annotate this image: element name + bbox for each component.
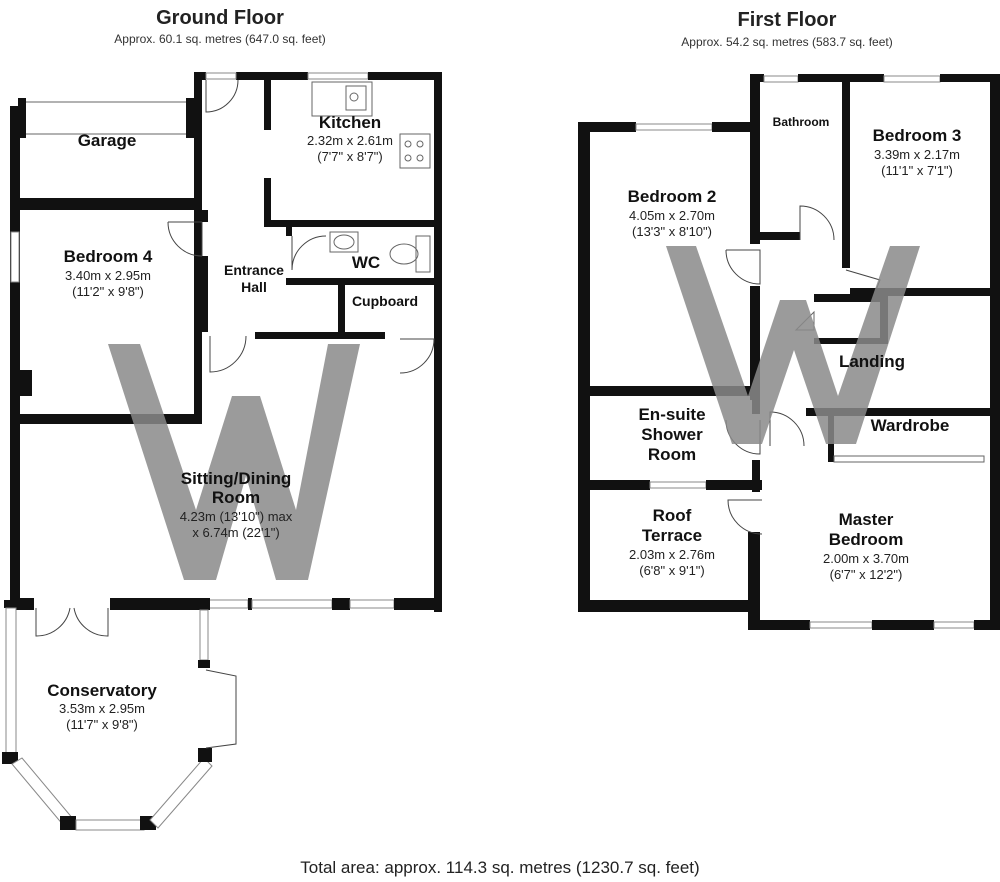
bedroom2-dim-imperial: (13'3" x 8'10") [632, 224, 712, 239]
bedroom4-door [167, 221, 203, 257]
cupboard-door [399, 338, 435, 374]
conservatory-dim-metric: 3.53m x 2.95m [59, 701, 145, 716]
ensuite-label-3: Room [648, 445, 696, 464]
master-label-1: Master [839, 510, 894, 529]
ensuite-label-1: En-suite [638, 405, 705, 424]
conservatory-dim-imperial: (11'7" x 9'8") [66, 717, 138, 732]
terrace-label-1: Roof [653, 506, 692, 525]
sitting-dim-imperial: x 6.74m (22'1") [192, 525, 279, 540]
bedroom3-dim-imperial: (11'1" x 7'1") [881, 163, 953, 178]
ground-floor: Ground Floor Approx. 60.1 sq. metres (64… [2, 7, 442, 831]
watermark-logo-first [666, 246, 920, 444]
conservatory-room [2, 598, 237, 831]
cupboard-label: Cupboard [352, 293, 418, 309]
kitchen-dim-metric: 2.32m x 2.61m [307, 133, 393, 148]
conservatory-label: Conservatory [47, 681, 157, 700]
bedroom2-dim-metric: 4.05m x 2.70m [629, 208, 715, 223]
bathroom-label: Bathroom [773, 115, 830, 129]
room-labels: Garage Kitchen 2.32m x 2.61m (7'7" x 8'7… [47, 113, 961, 732]
total-area: Total area: approx. 114.3 sq. metres (12… [300, 858, 699, 877]
wc-label: WC [352, 253, 380, 272]
terrace-label-2: Terrace [642, 526, 702, 545]
bedroom3-label: Bedroom 3 [873, 126, 962, 145]
terrace-dim-metric: 2.03m x 2.76m [629, 547, 715, 562]
sitting-label-2: Room [212, 488, 260, 507]
bedroom4-dim-imperial: (11'2" x 9'8") [72, 284, 144, 299]
garage-label: Garage [78, 131, 137, 150]
sitting-label-1: Sitting/Dining [181, 469, 291, 488]
watermark-logo [108, 344, 360, 580]
first-floor: First Floor Approx. 54.2 sq. metres (583… [578, 9, 1000, 630]
master-dim-metric: 2.00m x 3.70m [823, 551, 909, 566]
terrace-dim-imperial: (6'8" x 9'1") [639, 563, 705, 578]
kitchen-dim-imperial: (7'7" x 8'7") [317, 149, 383, 164]
sitting-dim-metric: 4.23m (13'10") max [180, 509, 293, 524]
bedroom4-label: Bedroom 4 [64, 247, 153, 266]
bedroom3-dim-metric: 3.39m x 2.17m [874, 147, 960, 162]
entrance-hall-label-1: Entrance [224, 262, 284, 278]
bedroom2-label: Bedroom 2 [628, 187, 717, 206]
wardrobe-label: Wardrobe [871, 416, 950, 435]
garage-room [10, 72, 202, 210]
ground-floor-area: Approx. 60.1 sq. metres (647.0 sq. feet) [114, 32, 325, 46]
first-floor-area: Approx. 54.2 sq. metres (583.7 sq. feet) [681, 35, 892, 49]
master-label-2: Bedroom [829, 530, 904, 549]
entrance-hall-label-2: Hall [241, 279, 267, 295]
ground-floor-title: Ground Floor [156, 7, 284, 29]
kitchen-label: Kitchen [319, 113, 381, 132]
bedroom4-dim-metric: 3.40m x 2.95m [65, 268, 151, 283]
landing-label: Landing [839, 352, 905, 371]
front-door [205, 79, 239, 113]
ensuite-label-2: Shower [641, 425, 703, 444]
master-dim-imperial: (6'7" x 12'2") [830, 567, 903, 582]
first-floor-title: First Floor [738, 9, 837, 31]
